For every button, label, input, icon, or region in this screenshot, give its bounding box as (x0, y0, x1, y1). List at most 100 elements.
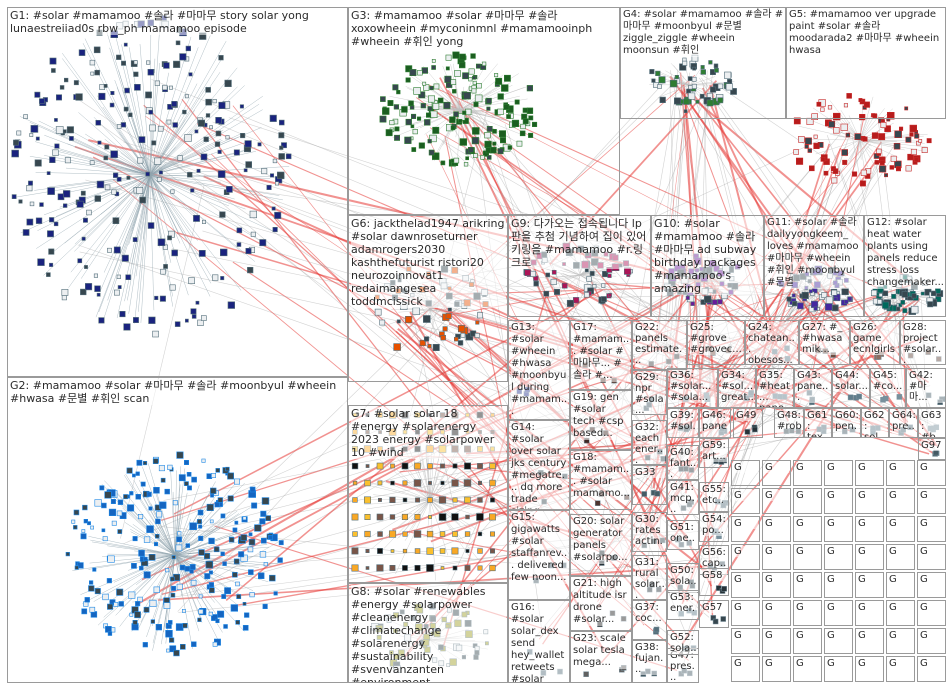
group-box-g9: G9: 다가오는 접속됩니다 lp판을 추첨 기념하여 집이 있어 키링을 #m… (508, 215, 651, 317)
user-node (184, 481, 189, 487)
user-node (431, 152, 440, 160)
user-node (472, 127, 480, 135)
user-node (107, 555, 115, 563)
cluster-edge (395, 499, 431, 575)
user-node (402, 497, 408, 503)
group-box-g62: G62: sol... (861, 408, 889, 438)
minor-group-label: G (734, 602, 758, 613)
user-node (476, 312, 483, 319)
user-node (904, 106, 909, 111)
group-edge (462, 293, 792, 301)
user-node (95, 120, 102, 126)
group-label: G42: #마마... (909, 370, 944, 403)
user-node (200, 153, 208, 161)
user-node (165, 629, 173, 638)
user-node (211, 472, 216, 478)
user-node (227, 301, 235, 309)
user-node (411, 147, 417, 152)
user-node (26, 185, 33, 192)
user-node (393, 343, 401, 351)
user-node (858, 98, 863, 103)
cluster-edge (447, 92, 461, 111)
user-node (423, 84, 430, 91)
cluster-edge (174, 525, 261, 556)
cluster-edge (123, 474, 176, 556)
user-node (374, 308, 382, 316)
cluster-edge (44, 155, 151, 176)
group-label: G21: high altitude isr drone #solar... (573, 578, 630, 626)
user-node (233, 558, 240, 565)
minor-group-label: G (734, 518, 758, 529)
group-label: G63: #b... (921, 410, 944, 437)
cluster-edge (859, 139, 862, 160)
user-node (844, 299, 849, 304)
user-node (418, 91, 426, 99)
cluster-edge (429, 309, 444, 311)
cluster-edge (62, 58, 151, 176)
user-node (154, 295, 159, 301)
user-node (715, 585, 722, 591)
user-node (551, 269, 557, 275)
user-node (914, 133, 920, 139)
user-node (703, 295, 712, 303)
user-node (194, 129, 199, 134)
user-node (196, 168, 201, 173)
user-node (279, 145, 284, 150)
cluster-edge (149, 174, 246, 210)
minor-group-label: G (858, 546, 882, 557)
user-node (242, 516, 247, 521)
group-label: G39: #sol... (670, 410, 697, 437)
user-node (414, 564, 421, 571)
user-node (148, 506, 153, 511)
user-node (863, 101, 870, 108)
user-node (872, 113, 878, 118)
user-node (402, 548, 408, 554)
user-node (90, 525, 94, 530)
minor-group-box: G (762, 516, 791, 542)
user-node (708, 60, 713, 65)
user-node (119, 310, 126, 318)
minor-group-box: G (886, 600, 915, 626)
user-node (484, 132, 491, 139)
user-node (217, 610, 225, 618)
user-node (405, 77, 411, 83)
user-node (438, 513, 447, 521)
cluster-edge (657, 70, 691, 86)
minor-group-box: G (793, 656, 822, 682)
user-node (247, 266, 254, 274)
user-node (171, 555, 176, 560)
user-node (460, 332, 466, 338)
group-box-g53: G53: ener... (667, 590, 699, 620)
user-node (847, 296, 853, 302)
user-node (712, 618, 719, 625)
user-node (408, 100, 414, 107)
user-node (895, 166, 901, 172)
user-node (713, 63, 719, 69)
user-node (236, 227, 243, 234)
user-node (203, 136, 209, 142)
group-label: G45: #co... (873, 370, 904, 392)
user-node (145, 171, 150, 177)
minor-group-label: G (920, 462, 944, 473)
user-node (862, 136, 868, 142)
group-box-g64: G64: pre... (889, 408, 918, 438)
cluster-edge (89, 554, 176, 564)
user-node (201, 458, 206, 463)
user-node (137, 157, 144, 164)
user-node (804, 144, 809, 149)
cluster-edge (149, 95, 264, 176)
user-node (171, 585, 176, 591)
group-box-g54: G54: po... (699, 512, 729, 542)
minor-group-box: G (917, 544, 946, 570)
user-node (138, 513, 144, 520)
minor-group-box: G (731, 628, 760, 654)
user-node (414, 548, 421, 554)
cluster-edge (429, 475, 495, 501)
user-node (147, 222, 155, 229)
user-node (427, 139, 432, 144)
cluster-edge (149, 40, 227, 176)
cluster-edge (163, 554, 176, 628)
user-node (98, 317, 105, 324)
user-node (218, 101, 226, 109)
user-node (218, 55, 224, 61)
